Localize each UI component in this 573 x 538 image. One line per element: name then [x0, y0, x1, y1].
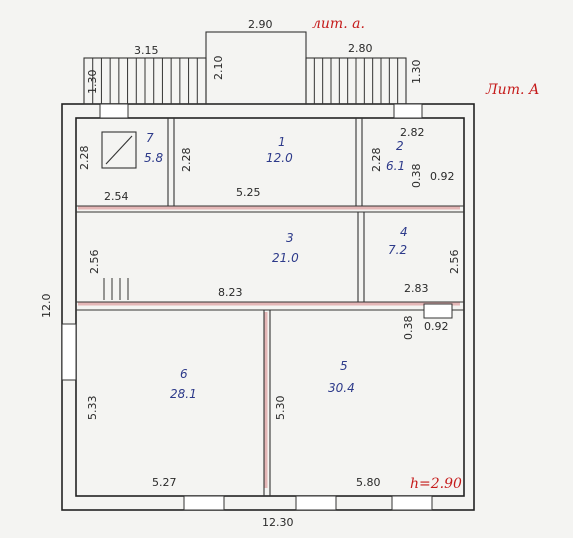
room7-fixture-diagonal	[105, 135, 133, 165]
room1-number: 1	[278, 135, 286, 149]
room4-number: 4	[400, 225, 408, 239]
stair-left-height: 1.30	[86, 70, 99, 95]
room4-height: 2.56	[448, 250, 461, 275]
stair-left-width: 3.15	[134, 44, 159, 57]
partitions	[76, 118, 464, 496]
porch-height: 2.10	[212, 56, 225, 81]
room3-height: 2.56	[88, 250, 101, 275]
room3-width: 8.23	[218, 286, 243, 299]
room6-width: 5.27	[152, 476, 177, 489]
lit-a-small-label: лит. а.	[312, 16, 365, 32]
bottom-right-width: 5.80	[356, 476, 381, 489]
room3-area: 21.0	[272, 251, 299, 265]
left-stair-porch	[83, 57, 207, 105]
room5-number: 5	[340, 359, 348, 373]
room7-width: 2.54	[104, 190, 129, 203]
room6-height: 5.33	[86, 396, 99, 421]
stair-right-height: 1.30	[410, 60, 423, 85]
room2-width: 2.82	[400, 126, 425, 139]
room4-width: 2.83	[404, 282, 429, 295]
room6-area: 28.1	[170, 387, 197, 401]
right-stair-porch	[305, 57, 407, 105]
room5-height: 5.30	[274, 396, 287, 421]
room3-number: 3	[286, 231, 294, 245]
bottom-width-dim: 12.30	[262, 516, 294, 529]
room1-width: 5.25	[236, 186, 261, 199]
room5-small-height: 0.38	[402, 316, 415, 341]
room6-number: 6	[180, 367, 188, 381]
interior-stair	[103, 278, 129, 300]
stair-right-width: 2.80	[348, 42, 373, 55]
room4-area: 7.2	[388, 243, 407, 257]
top-dim-label: 2.90	[248, 18, 273, 31]
room1-height: 2.28	[180, 148, 193, 173]
room2-small-height: 0.38	[410, 164, 423, 189]
windows	[61, 103, 453, 511]
room2-height: 2.28	[370, 148, 383, 173]
room7-number: 7	[146, 131, 154, 145]
room2-area: 6.1	[386, 159, 405, 173]
room5-area: 30.4	[328, 381, 355, 395]
ceiling-height-label: h=2.90	[410, 476, 462, 492]
room7-height: 2.28	[78, 146, 91, 171]
room5-small-width: 0.92	[424, 320, 449, 333]
room7-fixture	[101, 131, 137, 169]
lit-a-big-label: Лит. А	[485, 82, 539, 98]
left-height-dim: 12.0	[40, 294, 53, 319]
room7-area: 5.8	[144, 151, 163, 165]
room1-area: 12.0	[266, 151, 293, 165]
room2-small-width: 0.92	[430, 170, 455, 183]
room2-number: 2	[396, 139, 404, 153]
